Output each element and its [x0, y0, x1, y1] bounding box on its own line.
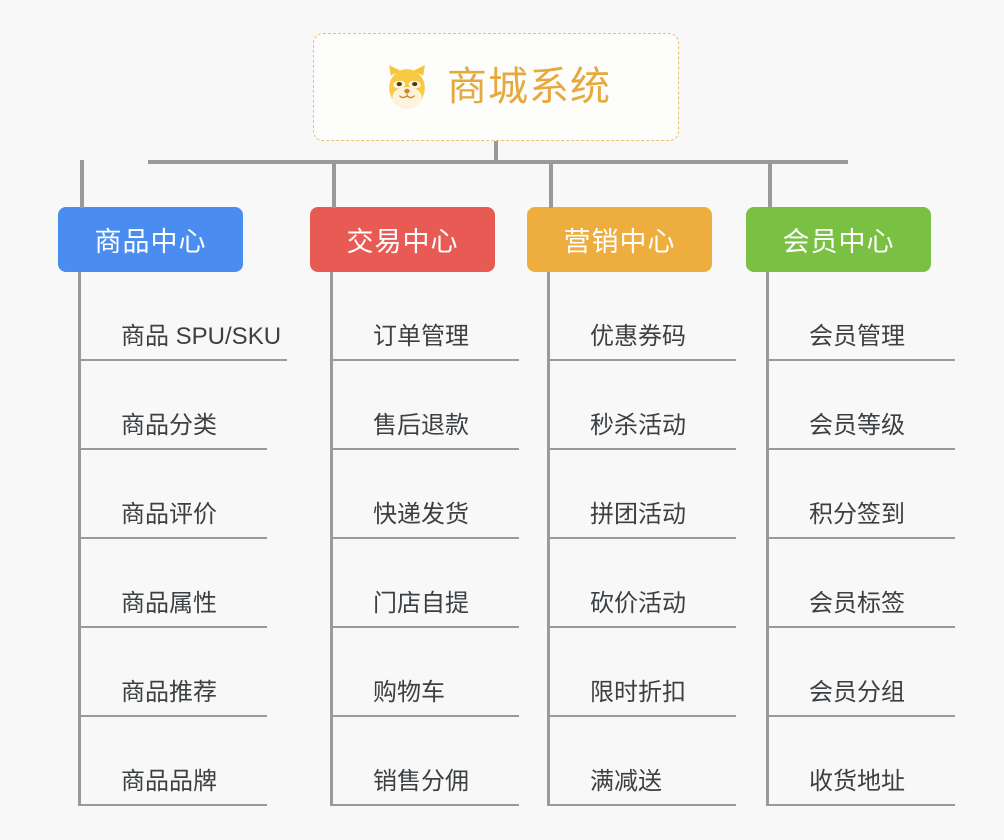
leaf-label: 秒杀活动	[550, 414, 736, 450]
leaf-label: 会员管理	[769, 325, 955, 361]
leaf-label: 会员标签	[769, 592, 955, 628]
connector-drop-trade-center	[332, 160, 336, 208]
leaf-item[interactable]: 商品推荐	[81, 628, 287, 717]
leaf-item[interactable]: 订单管理	[333, 272, 519, 361]
branch-member-center: 会员中心会员管理会员等级积分签到会员标签会员分组收货地址	[746, 207, 955, 806]
leaf-item[interactable]: 门店自提	[333, 539, 519, 628]
leaf-list-product-center: 商品 SPU/SKU 商品分类商品评价商品属性商品推荐商品品牌	[78, 272, 287, 806]
leaf-label: 优惠券码	[550, 325, 736, 361]
branch-trade-center: 交易中心订单管理售后退款快递发货门店自提购物车销售分佣	[310, 207, 519, 806]
leaf-list-member-center: 会员管理会员等级积分签到会员标签会员分组收货地址	[766, 272, 955, 806]
leaf-label: 商品 SPU/SKU	[81, 325, 287, 361]
branch-header-marketing-center[interactable]: 营销中心	[527, 207, 712, 272]
branch-header-member-center[interactable]: 会员中心	[746, 207, 931, 272]
leaf-label: 砍价活动	[550, 592, 736, 628]
leaf-label: 销售分佣	[333, 770, 519, 806]
leaf-label: 购物车	[333, 681, 519, 717]
leaf-label: 拼团活动	[550, 503, 736, 539]
leaf-item[interactable]: 商品品牌	[81, 717, 287, 806]
leaf-item[interactable]: 会员标签	[769, 539, 955, 628]
leaf-label: 商品品牌	[81, 770, 267, 806]
leaf-label: 快递发货	[333, 503, 519, 539]
leaf-label: 订单管理	[333, 325, 519, 361]
leaf-label: 满减送	[550, 770, 736, 806]
branch-product-center: 商品中心商品 SPU/SKU 商品分类商品评价商品属性商品推荐商品品牌	[58, 207, 287, 806]
leaf-label: 商品分类	[81, 414, 267, 450]
leaf-label: 售后退款	[333, 414, 519, 450]
root-node[interactable]: 商城系统	[313, 33, 679, 141]
leaf-item[interactable]: 满减送	[550, 717, 736, 806]
leaf-label: 商品评价	[81, 503, 267, 539]
connector-drop-member-center	[768, 160, 772, 208]
leaf-item[interactable]: 拼团活动	[550, 450, 736, 539]
leaf-item[interactable]: 快递发货	[333, 450, 519, 539]
leaf-list-trade-center: 订单管理售后退款快递发货门店自提购物车销售分佣	[330, 272, 519, 806]
leaf-item[interactable]: 收货地址	[769, 717, 955, 806]
connector-drop-product-center	[80, 160, 84, 208]
leaf-label: 门店自提	[333, 592, 519, 628]
leaf-item[interactable]: 优惠券码	[550, 272, 736, 361]
connector-drop-marketing-center	[549, 160, 553, 208]
leaf-item[interactable]: 会员管理	[769, 272, 955, 361]
branch-header-trade-center[interactable]: 交易中心	[310, 207, 495, 272]
leaf-item[interactable]: 限时折扣	[550, 628, 736, 717]
leaf-item[interactable]: 砍价活动	[550, 539, 736, 628]
root-title: 商城系统	[447, 65, 611, 109]
leaf-item[interactable]: 秒杀活动	[550, 361, 736, 450]
leaf-item[interactable]: 商品分类	[81, 361, 287, 450]
leaf-label: 限时折扣	[550, 681, 736, 717]
leaf-item[interactable]: 购物车	[333, 628, 519, 717]
leaf-label: 积分签到	[769, 503, 955, 539]
leaf-label: 会员等级	[769, 414, 955, 450]
leaf-item[interactable]: 商品评价	[81, 450, 287, 539]
branch-marketing-center: 营销中心优惠券码秒杀活动拼团活动砍价活动限时折扣满减送	[527, 207, 736, 806]
leaf-list-marketing-center: 优惠券码秒杀活动拼团活动砍价活动限时折扣满减送	[547, 272, 736, 806]
leaf-item[interactable]: 积分签到	[769, 450, 955, 539]
leaf-item[interactable]: 销售分佣	[333, 717, 519, 806]
leaf-item[interactable]: 售后退款	[333, 361, 519, 450]
branch-header-product-center[interactable]: 商品中心	[58, 207, 243, 272]
leaf-item[interactable]: 商品 SPU/SKU	[81, 272, 287, 361]
leaf-item[interactable]: 商品属性	[81, 539, 287, 628]
connector-horizontal-bus	[148, 160, 848, 164]
leaf-item[interactable]: 会员分组	[769, 628, 955, 717]
leaf-label: 会员分组	[769, 681, 955, 717]
shiba-dog-face-icon	[389, 65, 425, 109]
leaf-label: 商品属性	[81, 592, 267, 628]
leaf-label: 收货地址	[769, 770, 955, 806]
leaf-label: 商品推荐	[81, 681, 267, 717]
connector-root-stem	[494, 141, 498, 163]
leaf-item[interactable]: 会员等级	[769, 361, 955, 450]
